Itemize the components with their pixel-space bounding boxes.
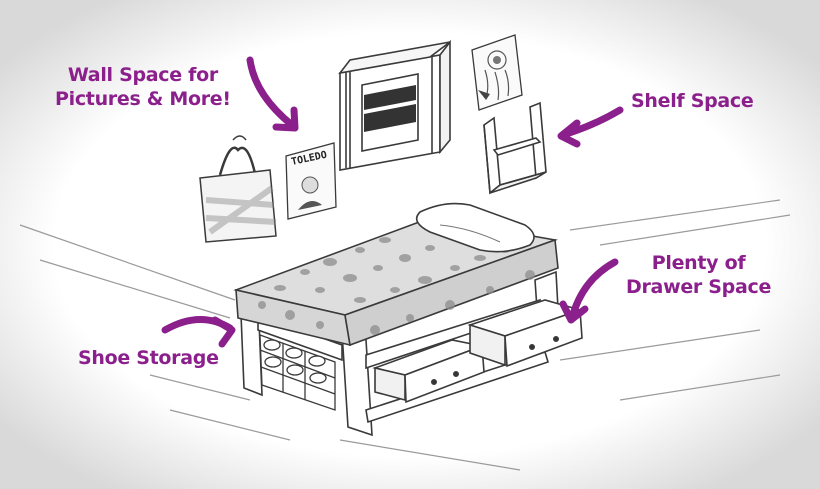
- window-glass: [364, 85, 416, 132]
- arrow-wall-space-head: [272, 106, 299, 132]
- hanging-bag: [199, 135, 277, 243]
- drawer-left: [372, 339, 485, 404]
- arrow-shoe-head: [211, 316, 236, 348]
- drawer-right: [467, 299, 583, 368]
- pillow: [415, 202, 535, 253]
- wall-shelf: [483, 101, 547, 195]
- poster-small: TOLEDO: [285, 142, 337, 220]
- arrows: [161, 56, 624, 348]
- shoe-organizer: [259, 334, 336, 411]
- label-shoe-storage: Shoe Storage: [78, 347, 219, 369]
- label-wall-space: Wall Space for Pictures & More!: [55, 63, 231, 111]
- arrow-shelf-head: [557, 119, 581, 148]
- label-drawer-space-line2: Drawer Space: [626, 276, 772, 298]
- mattress-spots: [258, 237, 535, 335]
- arrow-drawer: [568, 258, 619, 322]
- arrow-drawer-head: [559, 300, 589, 324]
- poster-flower: [471, 34, 523, 111]
- label-wall-space-line1: Wall Space for: [67, 64, 218, 86]
- window-frame: [338, 39, 451, 171]
- label-shelf-space: Shelf Space: [631, 90, 754, 112]
- label-drawer-space-line1: Plenty of: [651, 252, 746, 274]
- label-wall-space-line2: Pictures & More!: [55, 88, 231, 110]
- arrow-wall-space: [246, 56, 296, 129]
- room-lines: [19, 199, 791, 471]
- label-drawer-space: Plenty of Drawer Space: [626, 251, 771, 299]
